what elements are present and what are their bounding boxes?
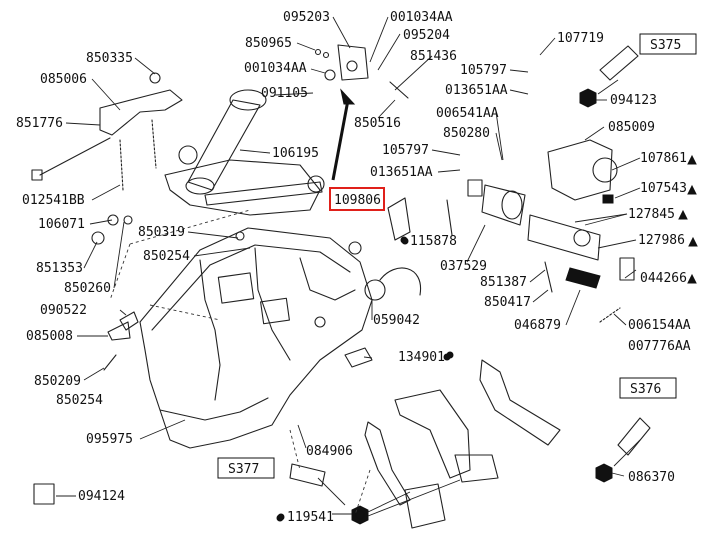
part-label-012541bb[interactable]: 012541BB [22,193,85,208]
connector-frame-s375 [639,33,697,55]
part-label-850417[interactable]: 850417 [484,295,531,310]
part-label-037529[interactable]: 037529 [440,259,487,274]
part-label-085009[interactable]: 085009 [608,120,655,135]
part-label-105797-top[interactable]: 105797 [460,63,507,78]
part-label-059042[interactable]: 059042 [373,313,420,328]
part-label-850254-top[interactable]: 850254 [143,249,190,264]
bullet-icon [401,237,409,245]
part-label-095204[interactable]: 095204 [403,28,450,43]
triangle-icon [687,273,697,284]
bullet-icon [443,353,451,361]
part-label-850254-bot[interactable]: 850254 [56,393,103,408]
part-label-127845[interactable]: 127845 [628,207,675,222]
connector-label-s375[interactable]: S375 [650,38,681,53]
part-label-094124[interactable]: 094124 [78,489,125,504]
bullet-markers [277,237,451,521]
part-label-107543[interactable]: 107543 [640,181,687,196]
part-label-850280[interactable]: 850280 [443,126,490,141]
part-label-851776[interactable]: 851776 [16,116,63,131]
part-label-090522[interactable]: 090522 [40,303,87,318]
part-label-107719[interactable]: 107719 [557,31,604,46]
connector-frame-s377 [217,457,275,479]
triangle-icon [687,184,697,195]
part-label-851436[interactable]: 851436 [410,49,457,64]
triangle-icon [678,209,688,220]
highlight-box-109806 [329,187,385,211]
part-labels: 095203 001034AA 850965 095204 107719 850… [16,10,691,525]
part-label-850319[interactable]: 850319 [138,225,185,240]
connector-label-s376[interactable]: S376 [630,382,661,397]
part-label-094123[interactable]: 094123 [610,93,657,108]
part-label-850260[interactable]: 850260 [64,281,111,296]
connector-labels: S375 S376 S377 [228,38,681,477]
part-label-109806[interactable]: 109806 [334,193,381,208]
part-label-086370[interactable]: 086370 [628,470,675,485]
part-label-001034aa-top[interactable]: 001034AA [390,10,453,25]
part-label-850335[interactable]: 850335 [86,51,133,66]
part-label-850516[interactable]: 850516 [354,116,401,131]
part-label-107861[interactable]: 107861 [640,151,687,166]
connector-label-s377[interactable]: S377 [228,462,259,477]
part-label-006154aa[interactable]: 006154AA [628,318,691,333]
part-label-127986[interactable]: 127986 [638,233,685,248]
triangle-markers [678,154,698,284]
part-label-084906[interactable]: 084906 [306,444,353,459]
triangle-icon [688,236,698,247]
part-label-850209[interactable]: 850209 [34,374,81,389]
bullet-icon [277,513,285,521]
diagram-artwork [31,44,651,529]
part-label-851353[interactable]: 851353 [36,261,83,276]
part-label-106071[interactable]: 106071 [38,217,85,232]
part-label-001034aa-mid[interactable]: 001034AA [244,61,307,76]
part-label-013651aa-top[interactable]: 013651AA [445,83,508,98]
part-label-106195[interactable]: 106195 [272,146,319,161]
part-label-115878[interactable]: 115878 [410,234,457,249]
part-label-085006[interactable]: 085006 [40,72,87,87]
triangle-icon [687,154,697,165]
leader-lines [56,16,641,517]
part-label-851387[interactable]: 851387 [480,275,527,290]
part-label-105797-mid[interactable]: 105797 [382,143,429,158]
part-label-134901[interactable]: 134901 [398,350,445,365]
part-label-006541aa[interactable]: 006541AA [436,106,499,121]
part-label-013651aa-mid[interactable]: 013651AA [370,165,433,180]
part-label-007776aa[interactable]: 007776AA [628,339,691,354]
part-label-095203[interactable]: 095203 [283,10,330,25]
part-label-044266[interactable]: 044266 [640,271,687,286]
part-label-085008[interactable]: 085008 [26,329,73,344]
connector-frame-s376 [619,377,677,399]
part-label-095975[interactable]: 095975 [86,432,133,447]
part-label-119541[interactable]: 119541 [287,510,334,525]
part-label-091105[interactable]: 091105 [261,86,308,101]
part-label-850965[interactable]: 850965 [245,36,292,51]
part-label-046879[interactable]: 046879 [514,318,561,333]
